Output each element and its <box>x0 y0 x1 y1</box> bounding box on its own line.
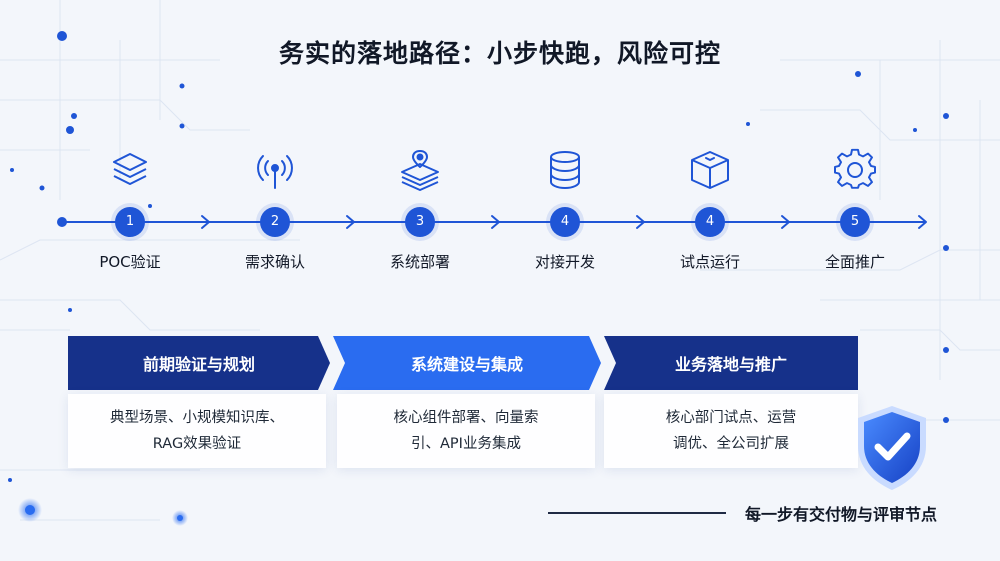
shield-check-icon <box>858 406 926 490</box>
step-number: 4 <box>550 207 580 237</box>
phase-title: 前期验证与规划 <box>142 355 255 374</box>
step-label: 对接开发 <box>534 253 595 271</box>
step-number: 4 <box>695 207 725 237</box>
step-number: 1 <box>115 207 145 237</box>
footer-note: 每一步有交付物与评审节点 <box>745 505 938 524</box>
phase-description-line: 典型场景、小规模知识库、 <box>110 410 284 426</box>
phase-description-line: 核心部门试点、运营 <box>665 410 797 426</box>
phase-card-planning: 典型场景、小规模知识库、 RAG效果验证 <box>68 394 326 468</box>
step-label: POC验证 <box>99 253 161 271</box>
broadcast-antenna-icon <box>257 155 293 189</box>
phase-description-line: 核心组件部署、向量索 <box>393 410 539 426</box>
phase-card-rollout: 核心部门试点、运营 调优、全公司扩展 <box>604 394 858 468</box>
step-number: 5 <box>840 207 870 237</box>
page-title: 务实的落地路径：小步快跑，风险可控 <box>278 39 721 68</box>
step-number: 3 <box>405 207 435 237</box>
map-pin-stack-icon <box>401 150 439 191</box>
phase-title: 系统建设与集成 <box>410 355 523 374</box>
step-number: 2 <box>260 207 290 237</box>
step-label: 需求确认 <box>244 253 305 271</box>
phase-description-line: 调优、全公司扩展 <box>673 436 789 452</box>
footer-divider <box>548 512 726 514</box>
phase-description-line: 引、API业务集成 <box>411 436 521 452</box>
phase-banner-planning: 前期验证与规划 <box>68 336 330 390</box>
step-label: 全面推广 <box>824 253 885 271</box>
step-label: 试点运行 <box>679 253 740 271</box>
phase-title: 业务落地与推广 <box>674 355 787 374</box>
phase-card-integration: 核心组件部署、向量索 引、API业务集成 <box>337 394 595 468</box>
step-label: 系统部署 <box>389 253 450 271</box>
gear-icon <box>834 148 876 189</box>
phase-description-line: RAG效果验证 <box>152 436 242 452</box>
phase-banner-rollout: 业务落地与推广 <box>604 336 858 390</box>
layers-icon <box>113 153 147 185</box>
database-icon <box>550 151 580 190</box>
box-icon <box>691 151 729 189</box>
phase-banner-integration: 系统建设与集成 <box>333 336 601 390</box>
